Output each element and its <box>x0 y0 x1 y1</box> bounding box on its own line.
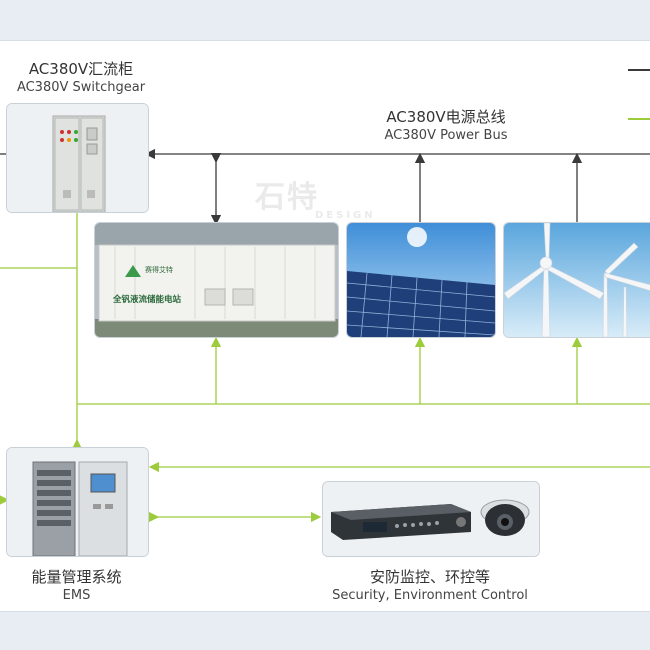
flow-battery-card: 赛得艾特 全钒液流储能电站 <box>94 222 339 338</box>
switchgear-title-zh: AC380V汇流柜 <box>28 60 134 78</box>
battery-logo-text: 赛得艾特 <box>145 266 173 274</box>
ems-title-zh: 能量管理系统 <box>31 568 122 586</box>
security-title-zh: 安防监控、环控等 <box>369 568 490 586</box>
legend-control-line <box>628 118 650 120</box>
switchgear-cabinet-icon <box>7 104 148 212</box>
switchgear-title-en: AC380V Switchgear <box>16 80 146 95</box>
top-divider <box>0 40 650 41</box>
top-band <box>0 0 650 40</box>
power-bus-title-zh: AC380V电源总线 <box>386 108 506 126</box>
security-title-en: Security, Environment Control <box>332 588 528 603</box>
wind-card <box>503 222 650 338</box>
solar-card <box>346 222 496 338</box>
security-devices-icon <box>323 482 539 556</box>
ems-card <box>6 447 149 557</box>
security-card <box>322 481 540 557</box>
wind-turbine-icon <box>504 223 650 337</box>
watermark: 石特 DESIGN <box>255 180 376 221</box>
battery-sign-text: 全钒液流储能电站 <box>113 295 182 305</box>
legend-power-line <box>628 69 650 71</box>
flow-battery-container-icon <box>95 223 338 337</box>
power-bus-title-en: AC380V Power Bus <box>384 128 508 143</box>
solar-panel-icon <box>347 223 495 337</box>
bottom-divider <box>0 611 650 612</box>
switchgear-card <box>6 103 149 213</box>
ems-title-en: EMS <box>62 588 91 603</box>
ems-cabinet-icon <box>7 448 148 556</box>
bottom-band <box>0 612 650 650</box>
